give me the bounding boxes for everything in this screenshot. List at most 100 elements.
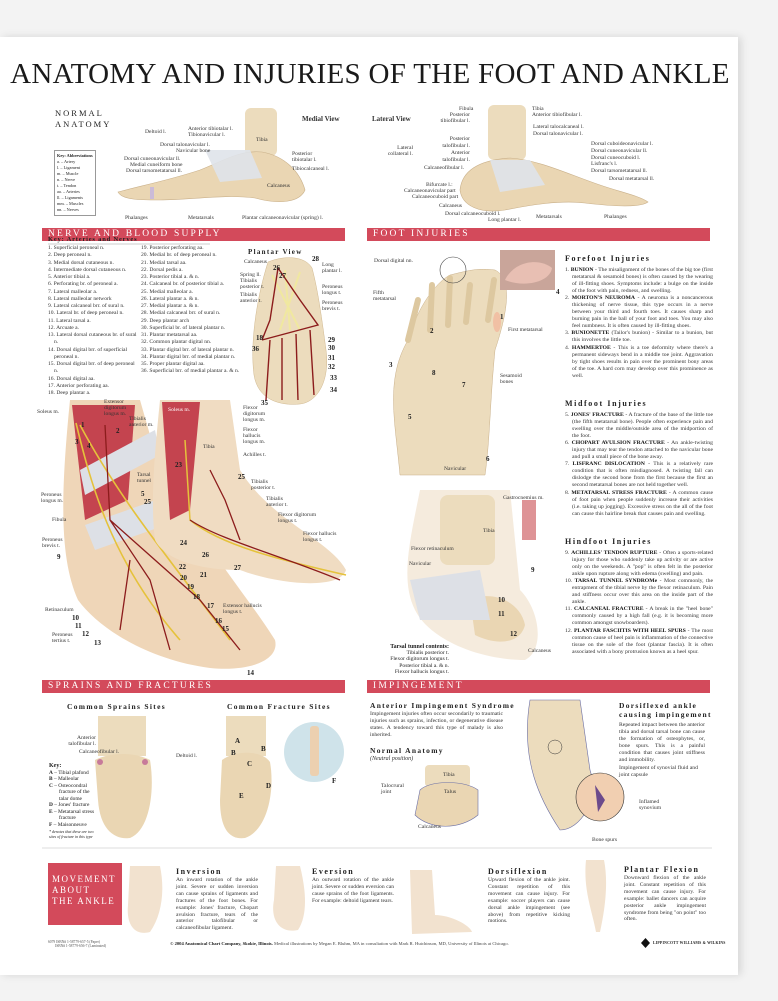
label: Dorsal cuneocuboid l. [591,155,641,161]
copyright-line: © 2004 Anatomical Chart Company, Skokie,… [170,941,509,946]
number-label: 19 [187,583,194,591]
label: Flexor hallucis [303,531,337,537]
number-label: 9 [57,553,61,561]
label: Dorsal tarsometatarsal ll. [126,168,183,174]
heading-line: ANATOMY [55,119,112,129]
label: longus m. [41,498,64,504]
injury-description: - The most common cause of heel pain is … [572,627,713,655]
number-label: 6 [486,455,490,463]
midfoot-injuries: Midfoot Injuries 5. JONES' FRACTURE - A … [565,399,713,518]
label: Deltoid l. [176,753,198,759]
lateral-view-title: Lateral View [372,115,411,123]
label: Peroneus [41,492,62,498]
neutral-position-label: (Neutral position) [370,756,414,762]
normal-ankle-illustration [414,765,479,827]
number-label: 8 [432,369,436,377]
key-item: 3. Medial dorsal cutaneous n. [48,259,114,266]
number-label: 2 [116,427,120,435]
number-label: 28 [312,255,319,263]
eversion-foot [273,866,305,931]
sprain-highlight-right [142,759,148,765]
label: brevis t. [322,306,341,312]
key-text: Tibial plafond [58,769,89,776]
separator: – [52,776,58,782]
fracture-letter: D [266,782,272,790]
label: Anterior tibiotalar l. [188,126,233,132]
number-label: 7 [462,381,466,389]
label: Calcaneus [267,183,290,189]
injury-number: 8. [565,489,570,496]
fracture-foot-illustration [220,716,344,839]
label: Extensor [104,399,124,405]
label: Dorsal digital nn. [374,258,413,264]
injury-item: 10. TARSAL TUNNEL SYNDROMe - Most common… [565,578,713,606]
label: Anterior [77,735,96,741]
key-item: 31. Plantar metatarsal aa. [141,332,198,338]
label: longus t. [322,290,342,296]
eversion-text: An outward rotation of the ankle joint. … [312,877,394,904]
fracture-key-item: B – Malleolar [49,776,97,783]
medial-leg-skin [152,400,346,584]
number-label: 33 [330,374,337,382]
list-item: Flexor hallucis longus t. [394,668,449,675]
fracture-leg-bones [226,716,266,756]
dorsiflexed-heading: Dorsiflexed ankle causing impingement [619,701,712,719]
label: longus m. [243,417,266,423]
label: Tibialis [240,278,257,284]
credits: Medical illustrations by Megan E. Bluhm,… [272,941,509,946]
number-label: 11 [75,622,82,630]
number-label: 10 [498,596,505,604]
number-label: 14 [247,669,254,677]
fracture-letter: F [332,777,337,785]
hammertoe-magnifier [439,256,467,284]
number-label: 31 [328,354,335,362]
key-item: 8. Lateral malleolar network [48,295,112,302]
injury-title: METATARSAL STRESS FRACTURE [571,489,667,496]
number-label: 15 [222,625,229,633]
label: longus m. [104,411,127,417]
label: Deltoid l. [145,129,167,135]
number-label: 13 [94,639,101,647]
number-label: 22 [179,563,186,571]
tarsal-tunnel-title: Tarsal tunnel contents: [390,644,449,650]
number-label: 27 [279,272,286,280]
eversion-title: Eversion [312,867,355,876]
label: Gastrocnemius m. [503,495,544,501]
key-item: 16. Dorsal digital aa. [48,375,95,382]
injury-title: CALCANEAL FRACTURE [574,606,644,613]
label: Dorsal tarsometatarsal ll. [591,168,648,174]
number-label: 9 [531,566,535,574]
label: posterior t. [240,284,265,290]
injury-item: 3. BUNIONETTE (Tailor's bunion) - Simila… [565,330,713,344]
label: Tibialis [266,496,283,502]
injury-number: 1. [565,267,570,273]
sprain-foot-illustration [95,716,152,839]
label: Phalanges [125,215,148,221]
list-item: Tibialis posterior t. [406,650,449,657]
injury-item: 5. JONES' FRACTURE - A fracture of the b… [565,412,713,440]
label: Talocrural [381,783,404,789]
label: Bone spurs [592,837,618,843]
injury-description: - This is a relatively rare condition th… [572,461,713,489]
key-text: Jones' fracture [58,802,90,808]
injury-number: 5. [565,412,570,418]
number-label: 26 [273,264,280,272]
injury-title: BUNION [570,267,594,273]
label: Peroneus [322,284,343,290]
injury-item: 11. CALCANEAL FRACTURE - A break in the … [565,606,713,627]
publisher-logo-icon [641,938,650,948]
number-label: 36 [252,345,259,353]
publisher-name: LIPPINCOTT WILLIAMS & WILKINS [653,941,726,945]
label: talofibular l. [442,143,470,149]
number-label: 29 [328,336,335,344]
number-label: 5 [141,490,145,498]
label: Dorsal talonavicular l. [533,131,583,137]
label: Navicular [409,561,432,567]
key-item: a. – Artery [57,159,76,164]
label: Tibia [483,528,495,534]
key-item: 14. Dorsal digital brr. of superficial p… [48,346,128,360]
copyright: © 2004 Anatomical Chart Company, Skokie,… [170,941,273,946]
label: Calcaneofibular l. [79,749,120,755]
key-text: Maisonneuve [57,821,87,828]
